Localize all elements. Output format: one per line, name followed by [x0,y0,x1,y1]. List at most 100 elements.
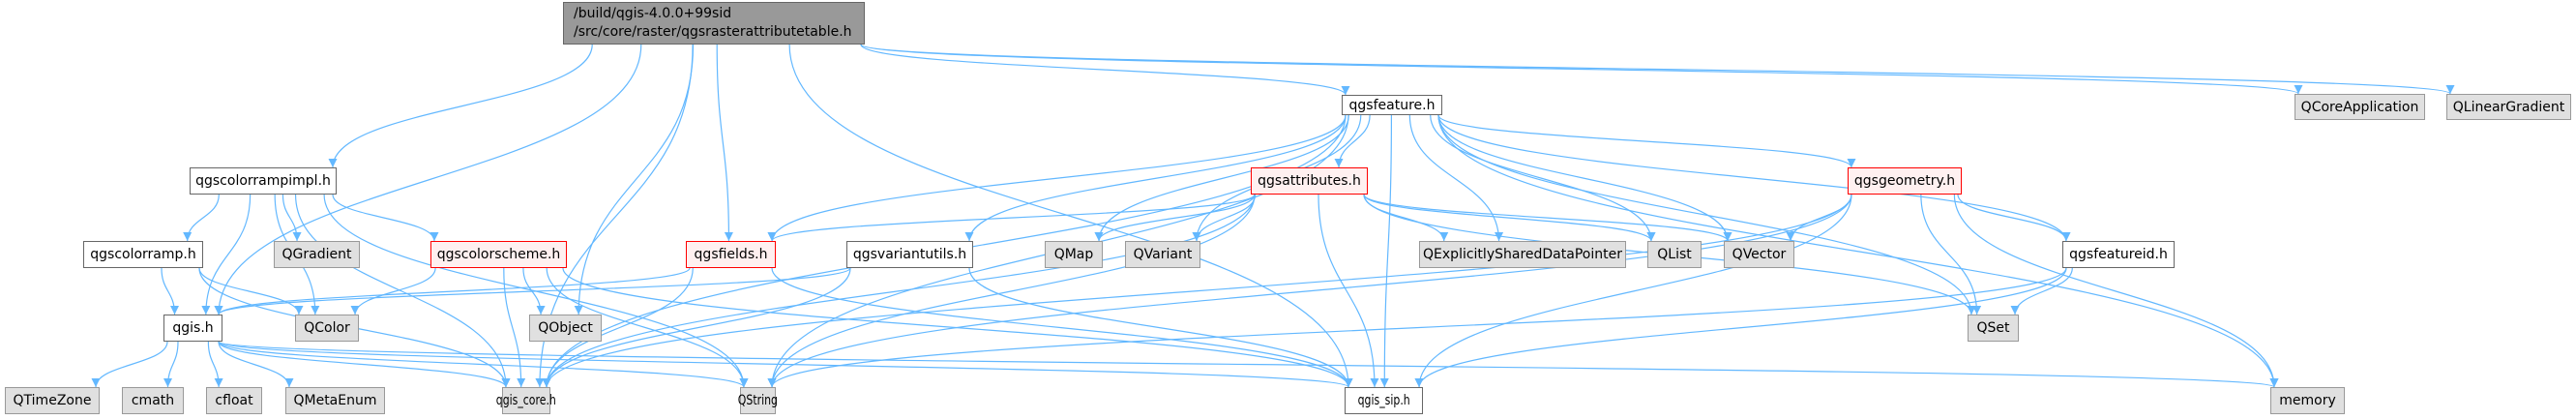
root-path-line1: /build/qgis-4.0.0+99sid [574,6,732,21]
node-cmath: cmath [122,387,184,414]
edge-qgsgeometry-to-QString [767,194,1852,388]
node-qgscolorrampimpl[interactable]: qgscolorrampimpl.h [190,167,337,195]
node-qvariant: QVariant [1125,241,1200,268]
node-qgscolorramp[interactable]: qgscolorramp.h [83,241,203,268]
node-label: qgscolorscheme.h [436,247,561,262]
edge-qgscolorrampimpl-to-qgis [201,194,252,315]
node-cfloat: cfloat [206,387,262,414]
node-qgscolorscheme[interactable]: qgscolorscheme.h [430,241,567,268]
node-qcoreapplication: QCoreApplication [2295,94,2425,120]
edge-root-to-qgis_sip [788,44,1353,388]
edge-qgsattributes-to-qgis_sip [1318,194,1379,388]
node-label: QVariant [1133,247,1193,262]
edge-qgsfeature-to-qgsfeatureid [1437,114,2071,242]
node-qtimezone: QTimeZone [5,387,100,414]
node-qgis[interactable]: qgis.h [163,315,222,342]
node-qgsfeature[interactable]: qgsfeature.h [1342,95,1442,115]
node-qvector: QVector [1724,241,1794,268]
edge-qgsgeometry-to-qgsfeatureid [1957,194,2071,242]
edge-qgscolorscheme-to-QString [546,267,749,388]
edge-qgscolorrampimpl-to-qgscolorscheme [332,194,439,242]
edge-qgsfeatureid-to-qgis_sip [1414,267,2067,388]
edge-qgsattributes-to-QString [767,194,1256,388]
node-label: qgsvariantutils.h [852,247,967,262]
node-label: QCoreApplication [2300,99,2419,115]
edge-root-to-qgsfeature [860,44,1350,96]
node-label: qgis.h [172,320,214,336]
node-label: qgsfields.h [694,247,768,262]
node-qgis-sip[interactable]: qgis_sip.h [1345,387,1423,414]
edge-qgscolorrampimpl-to-QGradient [281,194,302,242]
node-qgsfeatureid[interactable]: qgsfeatureid.h [2062,241,2175,268]
node-qmetaenum: QMetaEnum [285,387,385,414]
node-qgradient: QGradient [274,241,360,268]
root-file-node[interactable]: /build/qgis-4.0.0+99sid /src/core/raster… [563,2,865,45]
edge-qgsgeometry-to-QSet [1920,194,1982,315]
node-qgsattributes[interactable]: qgsattributes.h [1251,167,1368,195]
edge-root-to-QLinearGradient [860,44,2454,95]
node-qset: QSet [1968,315,2019,342]
edge-qgsattributes-to-qgsfields [767,194,1256,242]
edge-qgscolorramp-to-qgis [161,267,180,315]
edge-qgsfeature-to-qgsgeometry [1437,114,1856,168]
root-path-line2: /src/core/raster/qgsrasterattributetable… [574,24,852,40]
node-label: QGradient [281,247,352,262]
edge-qgis-to-cfloat [207,341,223,388]
node-label: QColor [304,320,350,336]
node-qmap: QMap [1045,241,1103,268]
edge-qgsgeometry-to-qgis_core [542,194,1852,388]
node-qcolor: QColor [295,315,359,342]
node-label: cmath [131,393,175,408]
edge-qgscolorramp-to-QColor [198,267,304,315]
edge-qgsfeature-to-QList [1430,114,1656,242]
edge-qgscolorscheme-to-qgis_core [503,267,526,388]
edge-qgsfeatureid-to-QSet [2010,267,2073,315]
node-qlist: QList [1647,241,1702,268]
node-label: QMap [1053,247,1094,262]
node-label: QMetaEnum [293,393,377,408]
node-qexplicitlyshareddatapointer: QExplicitlySharedDataPointer [1419,241,1626,268]
edge-qgsfeature-to-QVector [1437,114,1732,242]
node-label: QObject [538,320,593,336]
edge-qgis-to-memory [218,341,2278,388]
node-label: qgsfeatureid.h [2069,247,2168,262]
edge-qgsfeature-to-qgsattributes [1334,114,1371,168]
node-label: QSet [1976,320,2010,336]
edge-qgsfeatureid-to-QString [767,267,2067,388]
edge-qgsattributes-to-QList [1363,194,1656,242]
edge-qgis-to-qgis_sip [218,341,1353,388]
node-qgsfields[interactable]: qgsfields.h [686,241,776,268]
node-qstring: QString [737,387,779,414]
edge-qgsfeature-to-QSet [1437,114,1976,315]
edge-qgis-to-cmath [163,341,179,388]
edge-qgsattributes-to-QMap [1094,194,1256,242]
node-qgsgeometry[interactable]: qgsgeometry.h [1848,167,1962,195]
edge-qgis-to-QMetaEnum [218,341,294,388]
node-label: qgis_core.h [495,393,557,408]
edge-qgsvariantutils-to-qgis [214,267,851,315]
edge-qgsfeature-to-QMap [1094,114,1349,242]
edge-qgsfeature-to-qgsfields [767,114,1347,242]
node-memory: memory [2270,387,2345,414]
edge-root-to-qgsfields [716,44,733,242]
node-label: QString [737,393,779,408]
node-label: qgsfeature.h [1348,97,1436,113]
node-label: qgscolorrampimpl.h [195,173,331,189]
node-qgsvariantutils[interactable]: qgsvariantutils.h [846,241,973,268]
edge-qgscolorrampimpl-to-qgscolorramp [183,194,220,242]
node-label: QList [1657,247,1692,262]
edge-root-to-QCoreApplication [860,44,2302,95]
edge-root-to-qgis [214,44,642,315]
edge-qgsfeature-to-qgsvariantutils [964,114,1347,242]
node-label: qgsattributes.h [1258,173,1361,189]
edge-qgscolorrampimpl-to-qgis_core [294,194,511,388]
edge-qgsfeature-to-QExplicitlySharedDataPointer [1408,114,1504,242]
edge-qgsgeometry-to-memory [1953,194,2279,388]
node-label: QTimeZone [13,393,92,408]
edge-qgis-to-QString [218,341,749,388]
node-label: QVector [1732,247,1787,262]
node-label: qgscolorramp.h [90,247,196,262]
edge-qgscolorscheme-to-QColor [350,267,436,315]
edge-root-to-QObject [574,44,695,315]
node-label: QExplicitlySharedDataPointer [1423,247,1622,262]
